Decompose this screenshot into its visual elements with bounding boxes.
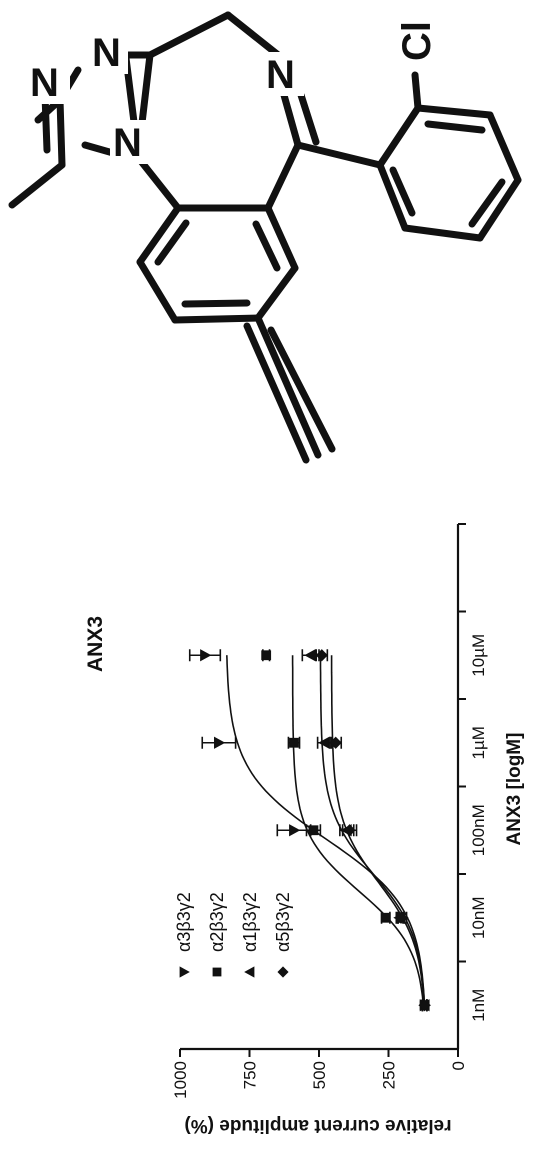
atom-label-n2: N [30,61,59,105]
legend-marker-triangle-up [244,966,255,978]
y-ticks: 0 250 500 750 1000 [171,1049,468,1099]
legend-label: α3β3γ2 [174,892,194,952]
atom-label-n3: N [113,121,142,165]
data-point-diamond [315,649,328,662]
data-point-diamond [343,824,356,837]
data-point-triangle-down [200,649,212,662]
legend-label: α2β3γ2 [207,892,227,952]
x-tick-label: 1µM [469,726,488,759]
x-tick-label: 100nM [469,804,488,856]
fit-curve-3 [319,655,426,1006]
data-point-diamond [418,999,431,1012]
x-tick-label: 10µM [469,634,488,677]
data-point-triangle-down [289,824,301,837]
y-tick-label: 250 [380,1061,399,1089]
benzo-ring [136,204,299,324]
chlorophenyl-ring [294,71,522,242]
data-point-square [380,912,391,923]
data-point-triangle-up [304,649,316,662]
atom-label-n1: N [92,31,121,75]
data-point-triangle-down [214,736,226,749]
y-tick-label: 500 [310,1061,329,1089]
x-tick-label: 1nM [469,989,488,1022]
data-point-diamond [394,911,408,924]
legend-marker-diamond [277,966,289,978]
molecule-structure: N N N N Cl [8,10,522,464]
legend-marker-triangle-down [179,966,190,978]
y-axis-label: relative current amplitude (%) [184,1115,451,1136]
data-point-diamond [329,736,342,749]
y-tick-label: 0 [449,1061,468,1070]
y-tick-label: 1000 [171,1061,190,1099]
legend-label: α1β3γ2 [240,892,260,952]
legend: α3β3γ2 α2β3γ2 α1β3γ2 α5β3γ2 [174,892,293,978]
y-tick-label: 750 [241,1061,260,1089]
x-axis-label: ANX3 [logM] [504,733,525,846]
legend-label: α5β3γ2 [273,892,293,952]
data-point-square [261,650,272,661]
data-points [188,649,431,1012]
diazepine-ring [136,11,320,212]
data-point-triangle-up [318,736,330,749]
data-point-square [308,825,319,836]
data-point-square [289,737,299,748]
atom-label-cl: Cl [395,21,439,61]
x-ticks: 1nM 10nM 100nM 1µM 10µM [458,523,488,1022]
ethynyl-group [243,314,336,464]
dose-response-chart: ANX3 ANX3 [logM] relative current amplit… [84,523,525,1136]
legend-marker-square [212,967,222,977]
atom-label-n4: N [266,53,295,97]
x-tick-label: 10nM [469,896,488,939]
chart-title: ANX3 [84,616,107,672]
